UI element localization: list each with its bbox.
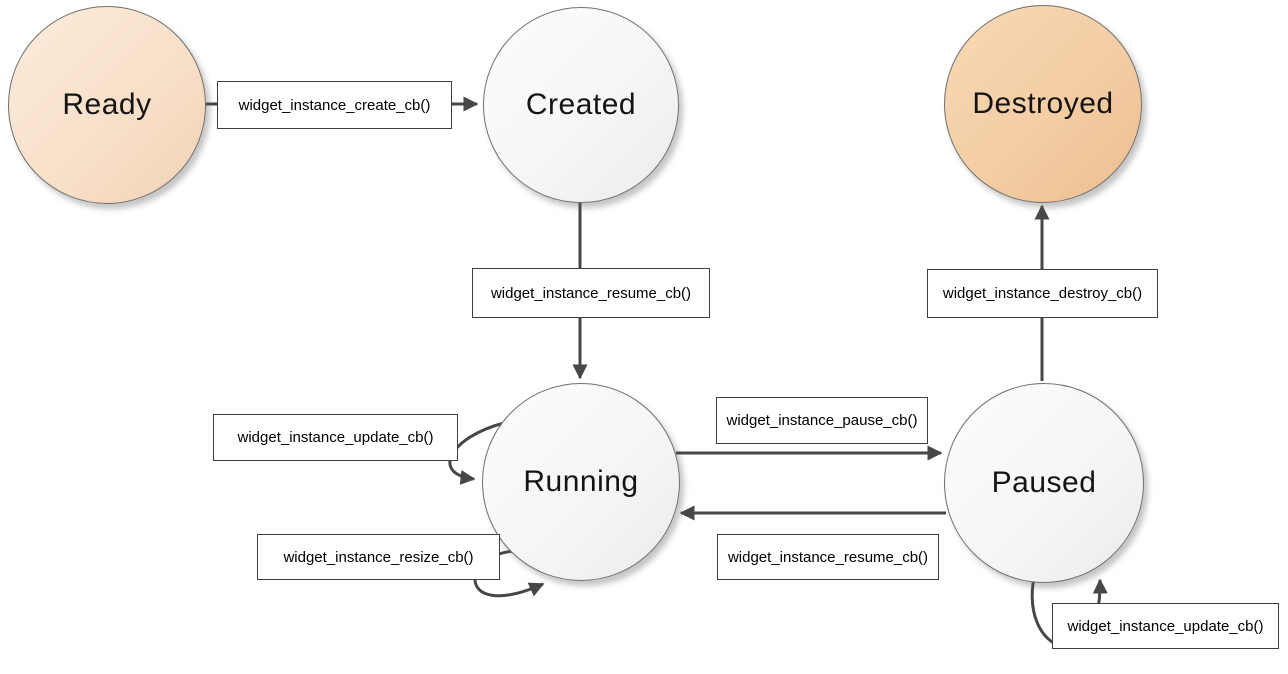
- state-paused: Paused: [944, 383, 1144, 583]
- transition-label-resume-created: widget_instance_resume_cb(): [472, 268, 710, 318]
- transition-label-create: widget_instance_create_cb(): [217, 81, 452, 129]
- state-paused-label: Paused: [991, 466, 1097, 499]
- transition-label-resume-paused-text: widget_instance_resume_cb(): [727, 548, 929, 566]
- transition-label-update-running-text: widget_instance_update_cb(): [237, 429, 434, 446]
- transition-label-create-text: widget_instance_create_cb(): [238, 96, 431, 114]
- state-created: Created: [483, 7, 679, 203]
- transition-label-resize-running: widget_instance_resize_cb(): [257, 534, 500, 580]
- transition-label-pause: widget_instance_pause_cb(): [716, 397, 928, 444]
- transition-label-update-paused-text: widget_instance_update_cb(): [1067, 617, 1264, 635]
- transition-label-destroy: widget_instance_destroy_cb(): [927, 269, 1158, 318]
- state-ready: Ready: [8, 6, 206, 204]
- transition-label-resume-created-text: widget_instance_resume_cb(): [490, 284, 692, 302]
- transition-label-resume-paused: widget_instance_resume_cb(): [717, 534, 939, 580]
- transition-label-update-paused: widget_instance_update_cb(): [1052, 603, 1279, 649]
- state-running-label: Running: [523, 465, 639, 498]
- transition-label-pause-text: widget_instance_pause_cb(): [726, 412, 918, 429]
- state-ready-label: Ready: [62, 88, 152, 121]
- state-running: Running: [482, 383, 680, 581]
- state-destroyed-label: Destroyed: [972, 87, 1114, 120]
- transition-label-update-running: widget_instance_update_cb(): [213, 414, 458, 461]
- state-destroyed: Destroyed: [944, 5, 1142, 203]
- transition-label-destroy-text: widget_instance_destroy_cb(): [942, 285, 1143, 302]
- state-created-label: Created: [525, 88, 637, 121]
- transition-label-resize-running-text: widget_instance_resize_cb(): [283, 548, 474, 566]
